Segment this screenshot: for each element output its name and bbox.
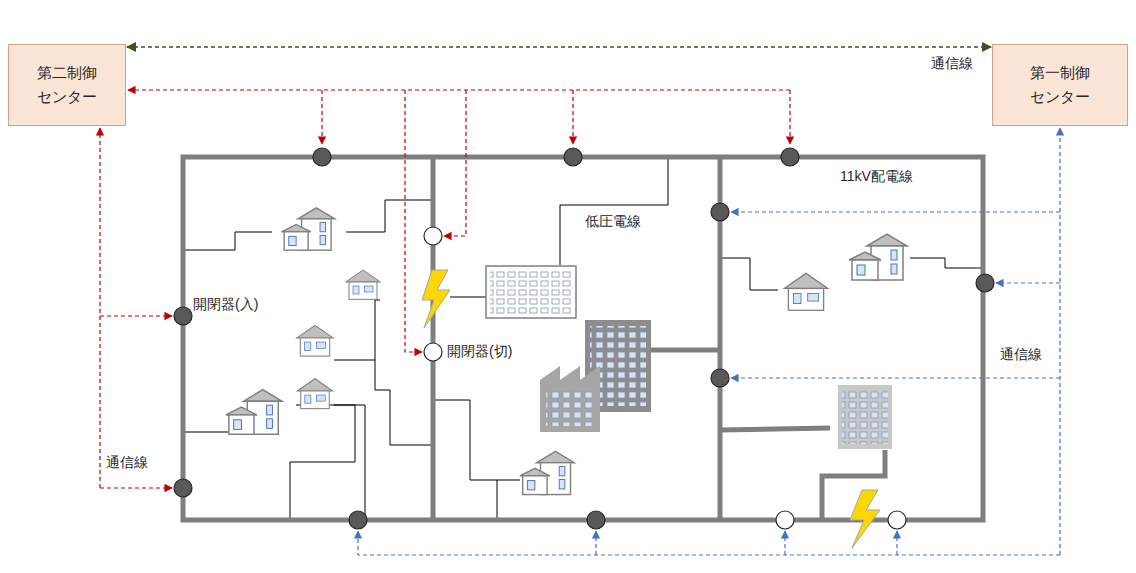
diagram-label: 開閉器(切) [447,343,512,360]
comm-link [127,46,991,48]
fault-lightning [422,270,880,548]
diagram-label: 通信線 [1000,346,1042,363]
factory-dark [540,320,651,432]
control-center-box: 第二制御 センター [8,44,126,126]
diagram-label: 通信線 [106,454,148,471]
comm-lines-blue [358,128,1060,555]
control-center-box: 第一制御 センター [992,44,1128,126]
diagram-label: 開閉器(入) [193,296,258,313]
edge-label: 通信線 [929,55,975,72]
factory-light [838,385,892,449]
diagram-label: 低圧電線 [585,213,641,230]
apartment-building [486,266,576,318]
switches [174,148,994,529]
houses [226,208,907,495]
diagram-label: 11kV配電線 [840,168,913,185]
center-name: 第二制御 センター [30,61,105,109]
comm-lines-red [100,90,790,488]
center-name: 第一制御 センター [1023,61,1098,109]
